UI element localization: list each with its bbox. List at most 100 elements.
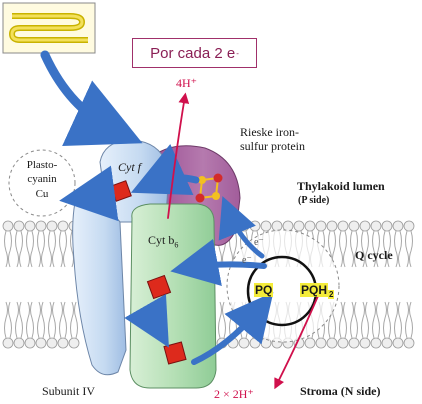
lipid-head [13,337,25,349]
lipid-head [403,337,415,349]
lipid-tail [372,301,376,339]
lipid-head [381,220,393,232]
lipid-head [2,337,14,349]
lipid-tail [343,301,347,339]
lipid-tail [361,301,365,339]
lipid-head [359,337,371,349]
lipid-tail [26,230,30,268]
lipid-tail [398,230,402,268]
lipid-head [68,337,80,349]
lipid-head [35,220,47,232]
lipid-tail [8,301,12,339]
lipid-head [348,337,360,349]
p-side-label: (P side) [298,195,330,206]
lipid-head [238,337,250,349]
lipid-tail [383,230,387,268]
electron-label-top: e⁻ [254,237,264,248]
membrane-left [2,220,80,349]
plastocyanin-label-line3: Cu [35,188,49,200]
rieske-label-line2: sulfur protein [240,139,305,153]
lipid-head [392,220,404,232]
lipid-tail [59,230,63,268]
lipid-head [403,220,415,232]
lipid-head [271,220,283,232]
pqh2-label-sub: 2 [328,290,335,300]
lipid-tail [218,301,222,339]
lipid-tail [354,230,358,268]
lipid-tail [48,230,52,268]
lipid-head [326,337,338,349]
lipid-tail [63,230,67,268]
cyt-b6-label-main: Cyt b [148,233,175,247]
lipid-tail [409,230,413,268]
lipid-tail [354,301,358,339]
thylakoid-thumbnail-icon [2,2,96,54]
lipid-tail [48,301,52,339]
lipid-tail [26,301,30,339]
arrow-thumbnail-to-cyt-f [40,50,143,146]
lipid-tail [8,230,12,268]
lipid-tail [4,230,8,268]
lipid-tail [339,230,343,268]
lipid-head [315,337,327,349]
lipid-tail [409,301,413,339]
lipid-head [24,337,36,349]
lipid-tail [30,301,34,339]
arrow-pqh2-to-b6 [170,238,267,287]
lipid-head [370,337,382,349]
lipid-tail [350,230,354,268]
lipid-tail [52,230,56,268]
lipid-head [326,220,338,232]
electron-label-bottom: e⁻ [242,255,252,266]
lipid-head [46,220,58,232]
pq-label-text: PQ [254,283,274,297]
lipid-head [46,337,58,349]
lipid-head [348,220,360,232]
lipid-tail [383,301,387,339]
lipid-head [282,220,294,232]
subunit-iv-shape [72,179,127,376]
lipid-tail [19,301,23,339]
lipid-head [359,220,371,232]
plastocyanin-label-line2: cyanin [27,173,57,185]
lipid-head [392,337,404,349]
lipid-tail [398,301,402,339]
lipid-tail [4,301,8,339]
cyt-f-label: Cyt f [118,160,141,174]
callout-box: Por cada 2 e- [132,38,257,68]
lipid-head [249,220,261,232]
pq-label: PQ [254,283,274,297]
lipid-head [13,220,25,232]
heme-b6-lower [163,341,187,365]
lipid-tail [37,301,41,339]
lipid-head [293,220,305,232]
stroma-label: Stroma (N side) [300,384,381,398]
arrow-b6-to-pq [191,292,274,365]
iron-sulfur-cluster [195,173,223,203]
lipid-tail [343,230,347,268]
lipid-head [315,220,327,232]
lipid-tail [376,301,380,339]
lipid-head [24,220,36,232]
proton-label-bottom: 2 × 2H⁺ [214,387,254,401]
lipid-tail [372,230,376,268]
thylakoid-lumen-label: Thylakoid lumen [297,179,385,193]
lipid-tail [74,301,78,339]
lipid-head [337,337,349,349]
q-cycle-label: Q cycle [355,248,393,262]
arrow-cyt-f-to-plastocyanin [59,165,119,222]
lipid-tail [365,301,369,339]
lipid-tail [63,301,67,339]
lipid-tail [222,301,226,339]
lipid-tail [387,301,391,339]
lipid-tail [405,301,409,339]
lipid-tail [361,230,365,268]
lipid-tail [59,301,63,339]
cyt-b6-label: Cyt b6 [148,234,178,250]
lipid-tail [387,230,391,268]
lipid-tail [52,301,56,339]
lipid-head [370,220,382,232]
rieske-label-line1: Rieske iron- [240,125,299,139]
